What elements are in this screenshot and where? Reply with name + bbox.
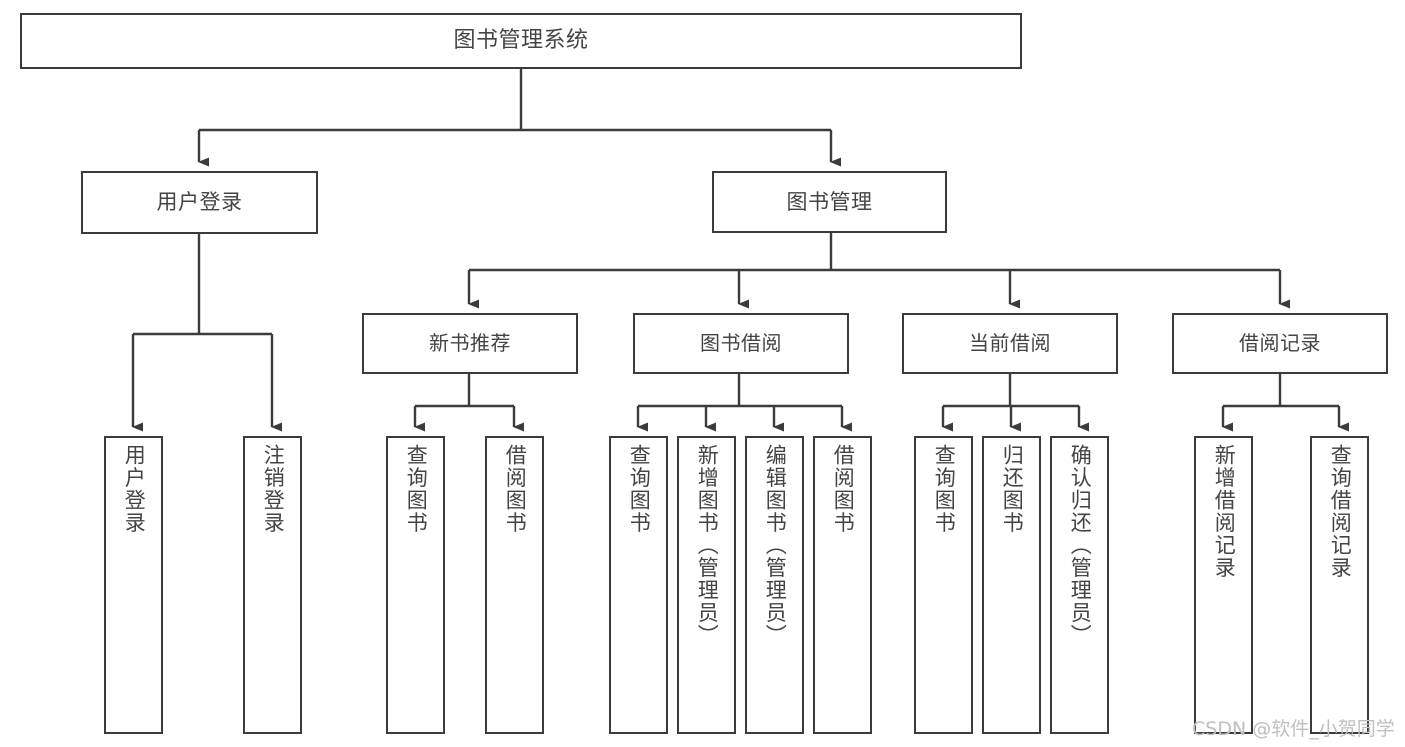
csdn-watermark: CSDN @软件_小贺同学 [1192, 718, 1395, 740]
node-leaf-user-login[interactable]: 用户登录 [104, 436, 163, 734]
node-book-borrow[interactable]: 图书借阅 [633, 313, 849, 374]
node-leaf-borrow-book-1[interactable]: 借阅图书 [485, 436, 544, 734]
node-root-label: 图书管理系统 [453, 28, 589, 54]
node-book-management-label: 图书管理 [786, 189, 873, 214]
node-leaf-edit-book[interactable]: 编辑图书（管理员） [745, 436, 804, 734]
node-leaf-query-book-1-label: 查询图书 [404, 444, 429, 534]
node-borrow-record-label: 借阅记录 [1239, 331, 1321, 355]
node-root[interactable]: 图书管理系统 [20, 13, 1022, 69]
node-leaf-confirm-return-label: 确认归还（管理员） [1068, 444, 1093, 647]
node-leaf-add-record-label: 新增借阅记录 [1212, 444, 1237, 579]
node-current-borrow[interactable]: 当前借阅 [902, 313, 1118, 374]
node-leaf-logout-login-label: 注销登录 [261, 444, 286, 534]
node-leaf-return-book-label: 归还图书 [1000, 444, 1025, 534]
node-leaf-add-book-label: 新增图书（管理员） [695, 444, 720, 647]
node-leaf-add-record[interactable]: 新增借阅记录 [1194, 436, 1253, 734]
node-leaf-query-record[interactable]: 查询借阅记录 [1310, 436, 1369, 734]
node-leaf-borrow-book-2[interactable]: 借阅图书 [813, 436, 872, 734]
node-book-borrow-label: 图书借阅 [700, 331, 782, 355]
node-current-borrow-label: 当前借阅 [969, 331, 1051, 355]
node-leaf-query-record-label: 查询借阅记录 [1328, 444, 1353, 579]
node-leaf-borrow-book-2-label: 借阅图书 [831, 444, 856, 534]
node-user-login[interactable]: 用户登录 [81, 171, 318, 234]
node-leaf-borrow-book-1-label: 借阅图书 [503, 444, 528, 534]
node-leaf-confirm-return[interactable]: 确认归还（管理员） [1050, 436, 1109, 734]
node-leaf-add-book[interactable]: 新增图书（管理员） [677, 436, 736, 734]
node-leaf-edit-book-label: 编辑图书（管理员） [763, 444, 788, 647]
node-borrow-record[interactable]: 借阅记录 [1172, 313, 1388, 374]
node-leaf-query-book-3-label: 查询图书 [932, 444, 957, 534]
node-leaf-query-book-2[interactable]: 查询图书 [609, 436, 668, 734]
node-leaf-user-login-label: 用户登录 [122, 444, 147, 534]
node-user-login-label: 用户登录 [156, 190, 243, 215]
node-new-book-recommend[interactable]: 新书推荐 [362, 313, 578, 374]
node-leaf-query-book-1[interactable]: 查询图书 [386, 436, 445, 734]
node-leaf-query-book-2-label: 查询图书 [627, 444, 652, 534]
node-leaf-logout-login[interactable]: 注销登录 [243, 436, 302, 734]
node-leaf-query-book-3[interactable]: 查询图书 [914, 436, 973, 734]
node-leaf-return-book[interactable]: 归还图书 [982, 436, 1041, 734]
node-book-management[interactable]: 图书管理 [712, 171, 947, 233]
node-new-book-recommend-label: 新书推荐 [429, 331, 511, 355]
